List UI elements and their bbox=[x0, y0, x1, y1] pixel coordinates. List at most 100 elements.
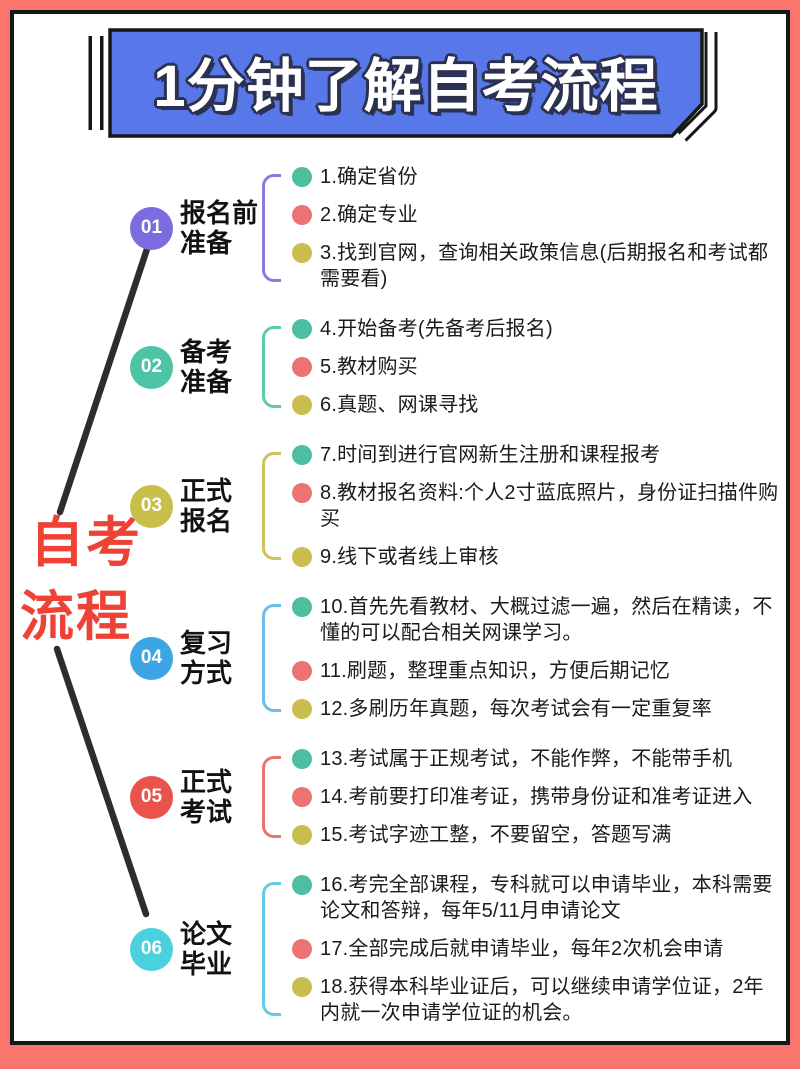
stage-label-line: 报名前 bbox=[180, 197, 259, 228]
step-item: 16.考完全部课程，专科就可以申请毕业，本科需要论文和答辩，每年5/11月申请论… bbox=[292, 872, 780, 924]
step-text: 16.考完全部课程，专科就可以申请毕业，本科需要论文和答辩，每年5/11月申请论… bbox=[320, 874, 773, 922]
bullet-dot-yellow-icon bbox=[292, 977, 312, 997]
stage-label-line: 毕业 bbox=[180, 949, 233, 979]
stage-label: 报名前准备 bbox=[180, 198, 258, 258]
step-text: 18.获得本科毕业证后，可以继续申请学位证，2年内就一次申请学位证的机会。 bbox=[320, 976, 764, 1024]
step-item: 9.线下或者线上审核 bbox=[292, 544, 780, 570]
stage-label-line: 方式 bbox=[180, 658, 233, 688]
step-item: 2.确定专业 bbox=[292, 202, 780, 228]
stage-steps: 7.时间到进行官网新生注册和课程报考 8.教材报名资料:个人2寸蓝底照片，身份证扫… bbox=[262, 442, 780, 570]
stage-steps: 1.确定省份 2.确定专业 3.找到官网，查询相关政策信息(后期报名和考试都需要看) bbox=[262, 164, 780, 292]
bullet-dot-green-icon bbox=[292, 749, 312, 769]
step-text: 10.首先先看教材、大概过滤一遍，然后在精读，不懂的可以配合相关网课学习。 bbox=[320, 596, 773, 644]
stage-label: 复习方式 bbox=[180, 628, 232, 688]
step-text: 1.确定省份 bbox=[320, 166, 418, 188]
bullet-dot-red-icon bbox=[292, 483, 312, 503]
bullet-dot-green-icon bbox=[292, 445, 312, 465]
step-item: 12.多刷历年真题，每次考试会有一定重复率 bbox=[292, 696, 780, 722]
side-title-line1: 自考 bbox=[30, 513, 142, 573]
step-item: 10.首先先看教材、大概过滤一遍，然后在精读，不懂的可以配合相关网课学习。 bbox=[292, 594, 780, 646]
side-title-line2: 流程 bbox=[20, 587, 132, 647]
step-list: 13.考试属于正规考试，不能作弊，不能带手机 14.考前要打印准考证，携带身份证和… bbox=[292, 746, 780, 848]
title-banner: 1分钟了解自考流程 bbox=[84, 24, 724, 146]
stage-steps: 10.首先先看教材、大概过滤一遍，然后在精读，不懂的可以配合相关网课学习。 11.… bbox=[262, 594, 780, 722]
banner-right-strip bbox=[679, 32, 715, 140]
step-text: 8.教材报名资料:个人2寸蓝底照片，身份证扫描件购买 bbox=[320, 482, 779, 530]
stage-label: 正式报名 bbox=[180, 476, 232, 536]
bracket-connector bbox=[262, 604, 281, 712]
stage-label-line: 复习 bbox=[180, 627, 233, 658]
bullet-dot-green-icon bbox=[292, 875, 312, 895]
stage-label-line: 准备 bbox=[180, 228, 233, 258]
bracket-connector bbox=[262, 452, 281, 560]
step-item: 4.开始备考(先备考后报名) bbox=[292, 316, 780, 342]
step-list: 10.首先先看教材、大概过滤一遍，然后在精读，不懂的可以配合相关网课学习。 11.… bbox=[292, 594, 780, 722]
bullet-dot-red-icon bbox=[292, 787, 312, 807]
stage-number-badge: 02 bbox=[130, 345, 173, 389]
stage-label-line: 考试 bbox=[180, 797, 233, 827]
bracket-connector bbox=[262, 882, 281, 1016]
bullet-dot-yellow-icon bbox=[292, 825, 312, 845]
bullet-dot-green-icon bbox=[292, 597, 312, 617]
step-text: 17.全部完成后就申请毕业，每年2次机会申请 bbox=[320, 938, 724, 960]
step-item: 15.考试字迹工整，不要留空，答题写满 bbox=[292, 822, 780, 848]
step-item: 14.考前要打印准考证，携带身份证和准考证进入 bbox=[292, 784, 780, 810]
step-text: 4.开始备考(先备考后报名) bbox=[320, 318, 553, 340]
step-list: 1.确定省份 2.确定专业 3.找到官网，查询相关政策信息(后期报名和考试都需要看) bbox=[292, 164, 780, 292]
bullet-dot-green-icon bbox=[292, 319, 312, 339]
bullet-dot-red-icon bbox=[292, 939, 312, 959]
step-item: 17.全部完成后就申请毕业，每年2次机会申请 bbox=[292, 936, 780, 962]
step-list: 7.时间到进行官网新生注册和课程报考 8.教材报名资料:个人2寸蓝底照片，身份证扫… bbox=[292, 442, 780, 570]
step-item: 8.教材报名资料:个人2寸蓝底照片，身份证扫描件购买 bbox=[292, 480, 780, 532]
bracket-connector bbox=[262, 756, 281, 838]
page-title: 1分钟了解自考流程 bbox=[153, 54, 659, 119]
bullet-dot-red-icon bbox=[292, 661, 312, 681]
bracket-connector bbox=[262, 326, 281, 408]
step-list: 16.考完全部课程，专科就可以申请毕业，本科需要论文和答辩，每年5/11月申请论… bbox=[292, 872, 780, 1026]
step-item: 3.找到官网，查询相关政策信息(后期报名和考试都需要看) bbox=[292, 240, 780, 292]
stage-number-badge: 04 bbox=[130, 636, 173, 680]
stage-number-badge: 05 bbox=[130, 775, 173, 819]
stage-label: 备考准备 bbox=[180, 337, 232, 397]
step-item: 7.时间到进行官网新生注册和课程报考 bbox=[292, 442, 780, 468]
stage-label-line: 论文 bbox=[180, 918, 233, 949]
stage-label-line: 准备 bbox=[180, 367, 233, 397]
step-text: 12.多刷历年真题，每次考试会有一定重复率 bbox=[320, 698, 713, 720]
stage-number-badge: 01 bbox=[130, 206, 173, 250]
bullet-dot-green-icon bbox=[292, 167, 312, 187]
stage-steps: 16.考完全部课程，专科就可以申请毕业，本科需要论文和答辩，每年5/11月申请论… bbox=[262, 872, 780, 1026]
step-item: 1.确定省份 bbox=[292, 164, 780, 190]
stage-steps: 13.考试属于正规考试，不能作弊，不能带手机 14.考前要打印准考证，携带身份证和… bbox=[262, 746, 780, 848]
step-text: 11.刷题，整理重点知识，方便后期记忆 bbox=[320, 660, 671, 682]
step-item: 6.真题、网课寻找 bbox=[292, 392, 780, 418]
step-item: 18.获得本科毕业证后，可以继续申请学位证，2年内就一次申请学位证的机会。 bbox=[292, 974, 780, 1026]
bullet-dot-yellow-icon bbox=[292, 243, 312, 263]
bullet-dot-yellow-icon bbox=[292, 547, 312, 567]
stage-label: 正式考试 bbox=[180, 767, 232, 827]
step-text: 3.找到官网，查询相关政策信息(后期报名和考试都需要看) bbox=[320, 242, 769, 290]
step-text: 14.考前要打印准考证，携带身份证和准考证进入 bbox=[320, 786, 753, 808]
stage-number-badge: 03 bbox=[130, 484, 173, 528]
bullet-dot-red-icon bbox=[292, 357, 312, 377]
stage-label-line: 正式 bbox=[180, 475, 233, 506]
step-item: 13.考试属于正规考试，不能作弊，不能带手机 bbox=[292, 746, 780, 772]
step-text: 15.考试字迹工整，不要留空，答题写满 bbox=[320, 824, 672, 846]
stage-label: 论文毕业 bbox=[180, 919, 232, 979]
step-item: 11.刷题，整理重点知识，方便后期记忆 bbox=[292, 658, 780, 684]
bullet-dot-red-icon bbox=[292, 205, 312, 225]
